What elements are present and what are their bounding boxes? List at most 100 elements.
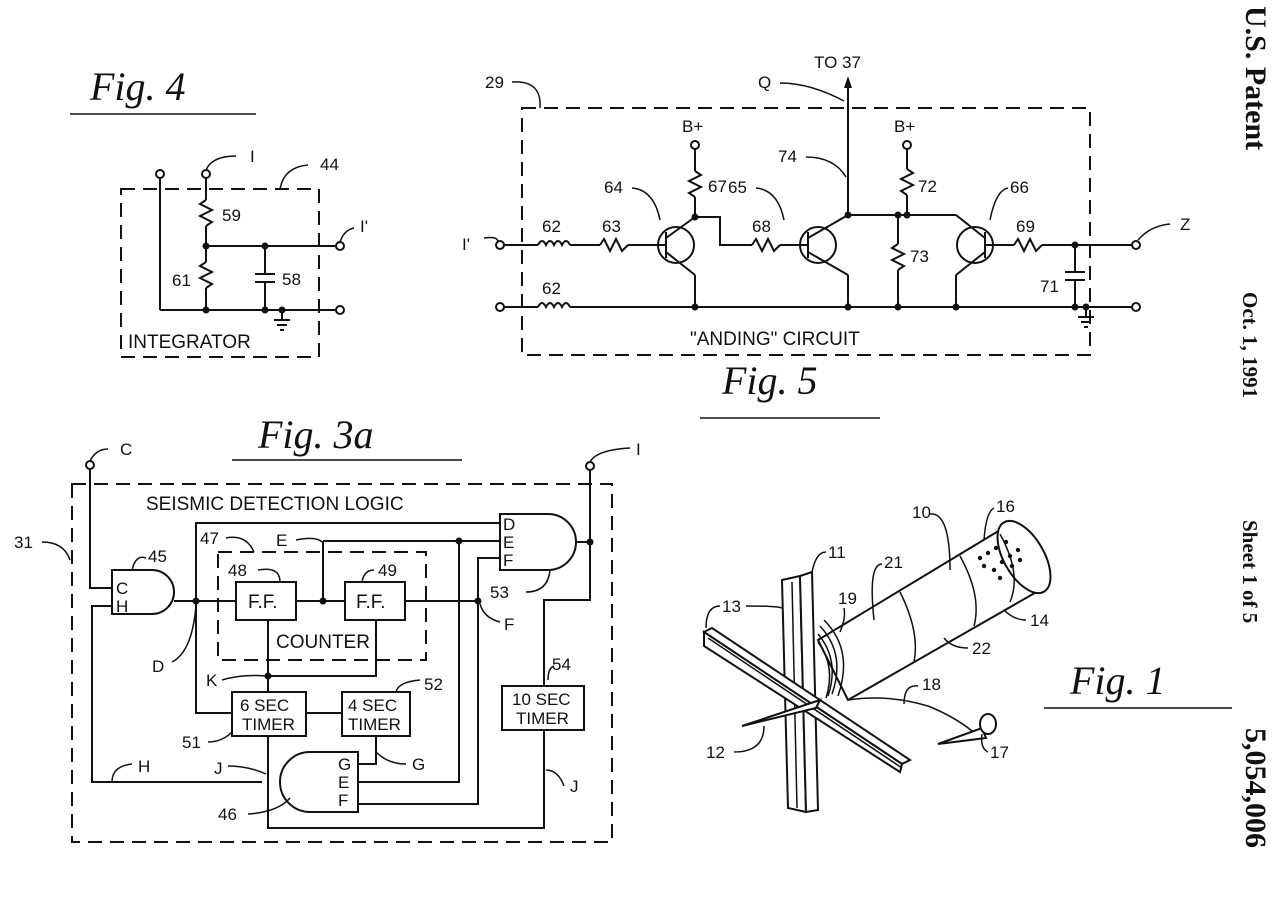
fig4-integrator-block	[120, 188, 320, 358]
fig3a-timer10-line2: TIMER	[516, 709, 569, 728]
fig5-bplus-1: B+	[682, 117, 703, 136]
fig1: Fig. 1	[702, 497, 1232, 814]
header-patent-label: U.S. Patent	[1239, 6, 1272, 150]
fig3a-ff48-label: F.F.	[248, 592, 278, 613]
fig3a-counter-block	[217, 551, 427, 661]
fig5-inductor-62-top	[537, 240, 571, 248]
fig3a-d-leader	[171, 605, 197, 663]
fig5-ref-65: 65	[728, 178, 747, 197]
fig5-resistor-67	[686, 170, 704, 198]
fig1-ground-stake-17	[937, 726, 988, 745]
fig3a-45-leader	[131, 556, 147, 571]
fig5-ref-62-top: 62	[542, 217, 561, 236]
fig3a-timer4-line1: 4 SEC	[348, 696, 397, 715]
fig3a-51-leader	[207, 731, 233, 743]
fig1-16-leader	[983, 507, 995, 541]
fig3a-timer10-line1: 10 SEC	[512, 690, 571, 709]
fig5-in-leader	[483, 236, 499, 243]
fig4-ref-i: I	[250, 147, 255, 166]
fig5-terminal-bottom-left	[495, 302, 505, 312]
fig3a-block-label: SEISMIC DETECTION LOGIC	[146, 494, 404, 515]
fig5-ref-q: Q	[758, 73, 771, 92]
fig4-ref44-leader	[279, 164, 309, 190]
fig4-ref-44: 44	[320, 155, 339, 174]
fig5-node	[952, 303, 960, 311]
fig5-ref-64: 64	[604, 178, 623, 197]
fig3a-title: Fig. 3a	[257, 412, 374, 457]
fig1-21-leader	[871, 563, 883, 621]
fig1-cable-18	[847, 697, 979, 737]
fig1-ref-17: 17	[990, 743, 1009, 762]
fig3a-wire-f-down	[358, 601, 479, 805]
header-patent-number: 5,054,006	[1239, 728, 1272, 848]
fig5-ref-z: Z	[1180, 215, 1190, 234]
fig5-resistor-68	[751, 236, 781, 254]
fig5-ref-iprime: I'	[462, 235, 470, 254]
fig5-resistor-72	[898, 168, 916, 196]
fig5-node	[894, 303, 902, 311]
fig4-ref-61: 61	[172, 271, 191, 290]
fig3a-54-leader	[547, 665, 555, 681]
fig5-ref-71: 71	[1040, 277, 1059, 296]
fig3a-48-leader	[257, 568, 281, 583]
fig5-ref-62-bottom: 62	[542, 279, 561, 298]
ground-icon	[1078, 307, 1094, 328]
fig5-ref-68: 68	[752, 217, 771, 236]
fig4-out-leader	[339, 227, 355, 243]
fig1-ref-16: 16	[996, 497, 1015, 516]
fig3a-31-leader	[41, 541, 71, 561]
fig3a-wire-to-timer10	[543, 542, 591, 686]
fig3a-f-leader	[479, 603, 501, 623]
fig5-z-leader	[1137, 223, 1171, 241]
fig3a-wire-k-ff49	[268, 620, 377, 677]
fig1-11-leader	[811, 551, 827, 573]
fig3a-ref-49: 49	[378, 561, 397, 580]
fig5-65-leader	[755, 187, 785, 221]
fig3a-gate53-in-d: D	[503, 515, 515, 534]
fig4-ref-58: 58	[282, 270, 301, 289]
fig3a-i-leader	[589, 447, 631, 463]
fig5: "ANDING" CIRCUIT Fig. 5 29 TO 37 Q 74 I'…	[462, 53, 1190, 419]
fig3a-ref-52: 52	[424, 675, 443, 694]
fig1-rail-13	[702, 626, 912, 774]
fig3a-g-leader	[375, 751, 407, 765]
fig4-terminal-i	[201, 169, 211, 179]
fig1-ref-13: 13	[722, 597, 741, 616]
fig5-ref-72: 72	[918, 177, 937, 196]
fig5-inductor-62-bottom	[537, 302, 571, 310]
fig3a-ref-d: D	[152, 657, 164, 676]
fig4-block-label: INTEGRATOR	[128, 332, 251, 353]
fig3a-wire-j	[267, 730, 545, 829]
fig3a-flipflop-48	[235, 581, 297, 621]
fig3a-ref-g: G	[412, 755, 425, 774]
fig3a-ref-47: 47	[200, 529, 219, 548]
fig5-terminal-bplus-1	[690, 140, 700, 150]
fig5-ref-67: 67	[708, 177, 727, 196]
fig3a-gate53-in-e: E	[503, 533, 514, 552]
fig3a-terminal-c	[85, 460, 95, 470]
fig3a-ref-e: E	[276, 531, 287, 550]
fig5-terminal-in	[495, 240, 505, 250]
fig3a: Fig. 3a SEISMIC DETECTION LOGIC 31 C C H…	[14, 412, 641, 843]
fig1-12-leader	[733, 725, 765, 753]
fig5-transistor-65	[799, 214, 849, 276]
fig3a-ref-48: 48	[228, 561, 247, 580]
fig3a-ref-f: F	[504, 615, 514, 634]
fig5-block-label: "ANDING" CIRCUIT	[690, 329, 860, 350]
fig5-ref-29: 29	[485, 73, 504, 92]
fig3a-52-leader	[395, 679, 421, 693]
fig3a-counter-label: COUNTER	[276, 632, 370, 653]
fig5-q-leader	[779, 82, 845, 102]
header-sheet: Sheet 1 of 5	[1238, 520, 1262, 623]
fig1-13-leader-b	[745, 605, 783, 609]
fig3a-timer-10sec-54	[501, 685, 585, 731]
fig3a-and-gate-46	[279, 751, 359, 813]
fig5-74-leader	[805, 156, 847, 178]
fig3a-ref-k: K	[206, 671, 218, 690]
fig3a-ref-51: 51	[182, 733, 201, 752]
fig5-66-leader	[989, 187, 1009, 221]
fig5-bplus-2: B+	[894, 117, 915, 136]
fig1-ref-14: 14	[1030, 611, 1049, 630]
fig3a-ref-54: 54	[552, 655, 571, 674]
